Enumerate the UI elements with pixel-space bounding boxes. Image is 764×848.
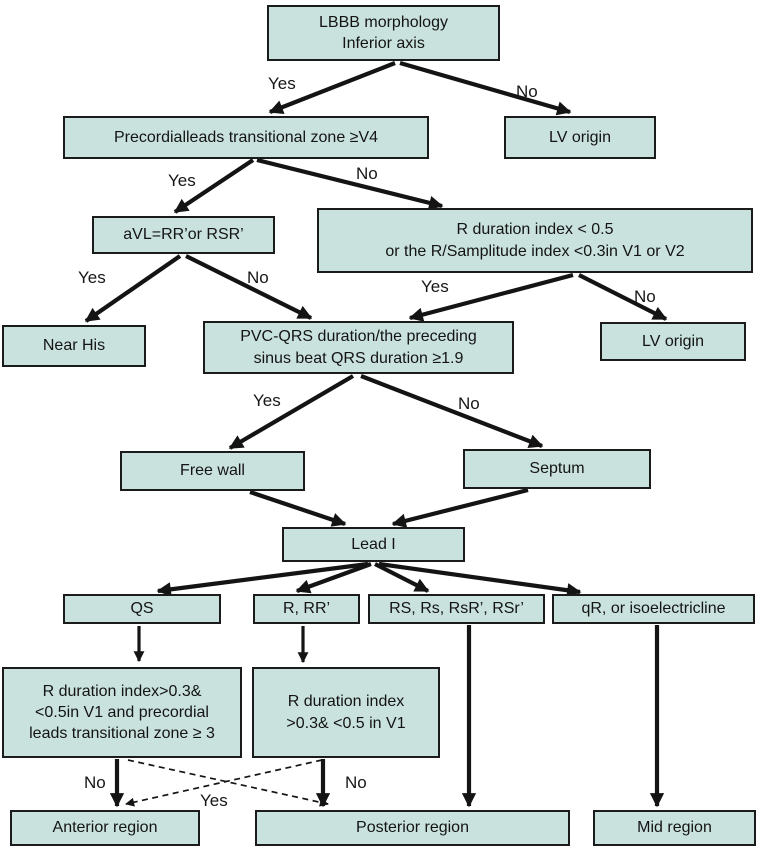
node-text: RS, Rs, RsR’, RSr’: [389, 600, 524, 618]
node-text: PVC-QRS duration/the preceding: [240, 328, 477, 346]
node-text: Inferior axis: [342, 35, 425, 52]
arrow-rdi-no: [578, 273, 668, 321]
node-qs: QS: [63, 594, 221, 624]
edge-label-ratio-no: No: [458, 394, 480, 413]
arrow-leadi-rrr: [295, 562, 372, 594]
edge-label-root-no: No: [516, 82, 538, 101]
node-text: LV origin: [549, 128, 611, 146]
node-lbbb-morphology: LBBB morphology Inferior axis: [267, 5, 500, 61]
node-text: R duration index < 0.5: [456, 221, 614, 239]
node-text: R duration index: [287, 693, 405, 711]
node-near-his: Near His: [2, 325, 146, 367]
node-lv-origin-2: LV origin: [600, 322, 746, 361]
node-text: Septum: [529, 460, 585, 478]
node-lv-origin-1: LV origin: [504, 116, 656, 159]
node-text: <0.5in V1 and precordial: [35, 703, 209, 721]
node-text: sinus beat QRS duration ≥1.9: [253, 349, 464, 367]
node-text: Anterior region: [52, 819, 158, 837]
node-avl-morphology: aVL=RR’or RSR’: [92, 216, 275, 254]
edge-label-rdi-no: No: [634, 287, 656, 306]
edge-label-ratio-yes: Yes: [253, 391, 281, 410]
arrow-leadi-qr: [378, 561, 582, 598]
node-text: leads transitional zone ≥ 3: [29, 725, 215, 743]
node-text: Precordialleads transitional zone ≥V4: [113, 128, 379, 146]
arrow-septum-leadi: [391, 487, 529, 528]
node-rs-group: RS, Rs, RsR’, RSr’: [368, 594, 545, 624]
arrow-leadi-qs: [156, 561, 369, 597]
node-text: LBBB morphology: [319, 13, 448, 31]
arrow-cross-yes-to-anterior: [125, 759, 323, 807]
edge-label-anterior-no: No: [84, 773, 106, 792]
arrow-avl-yes: [84, 254, 182, 323]
arrow-tz-no: [256, 157, 444, 210]
node-precordial-transitional-zone: Precordialleads transitional zone ≥V4: [63, 116, 429, 159]
node-r-index-v1-condition: R duration index >0.3& <0.5 in V1: [252, 667, 440, 758]
edge-label-cross-yes: Yes: [200, 791, 228, 810]
node-pvc-qrs-ratio: PVC-QRS duration/the preceding sinus bea…: [203, 321, 514, 374]
node-text: Near His: [42, 337, 106, 355]
edge-label-rdi-yes: Yes: [421, 277, 449, 296]
node-r-index-precordial-condition: R duration index>0.3& <0.5in V1 and prec…: [2, 667, 242, 758]
arrow-cross-yes-to-posterior: [127, 759, 329, 807]
node-text: R, RR’: [282, 600, 331, 618]
edge-label-tz-yes: Yes: [168, 171, 196, 190]
node-r-rr: R, RR’: [253, 594, 360, 624]
arrow-avl-no: [185, 254, 313, 320]
node-text: >0.3& <0.5 in V1: [286, 714, 406, 732]
node-text: qR, or isoelectricline: [581, 600, 726, 618]
node-text: QS: [130, 600, 154, 618]
edge-label-avl-yes: Yes: [78, 268, 106, 287]
arrow-freewall-leadi: [249, 490, 347, 527]
node-text: LV origin: [642, 332, 704, 350]
node-text: Mid region: [637, 819, 712, 837]
node-text: aVL=RR’or RSR’: [123, 226, 244, 244]
node-lead-i: Lead I: [282, 527, 465, 562]
arrow-lbbb-no: [399, 60, 572, 116]
node-qr-isoelectric: qR, or isoelectricline: [552, 594, 755, 624]
edge-label-tz-no: No: [356, 164, 378, 183]
node-anterior-region: Anterior region: [10, 810, 200, 846]
node-text: Free wall: [180, 462, 245, 480]
node-text: R duration index>0.3&: [42, 682, 202, 700]
node-text: Lead I: [351, 535, 396, 553]
node-septum: Septum: [463, 449, 651, 489]
arrow-tz-yes: [173, 158, 255, 214]
arrow-rdi-yes: [408, 272, 574, 322]
edge-label-root-yes: Yes: [268, 74, 296, 93]
arrow-leadi-rs: [374, 562, 430, 593]
node-free-wall: Free wall: [120, 451, 305, 491]
node-text: or the R/Samplitude index <0.3in V1 or V…: [385, 242, 685, 260]
arrow-ratio-yes: [228, 374, 355, 450]
node-mid-region: Mid region: [593, 810, 756, 846]
node-posterior-region: Posterior region: [255, 810, 570, 846]
node-r-duration-index: R duration index < 0.5 or the R/Samplitu…: [317, 208, 753, 273]
edge-label-posterior-no: No: [345, 773, 367, 792]
arrow-lbbb-yes: [268, 61, 396, 114]
node-text: Posterior region: [356, 819, 469, 837]
arrow-ratio-no: [360, 374, 544, 449]
edge-label-avl-no: No: [247, 268, 269, 287]
